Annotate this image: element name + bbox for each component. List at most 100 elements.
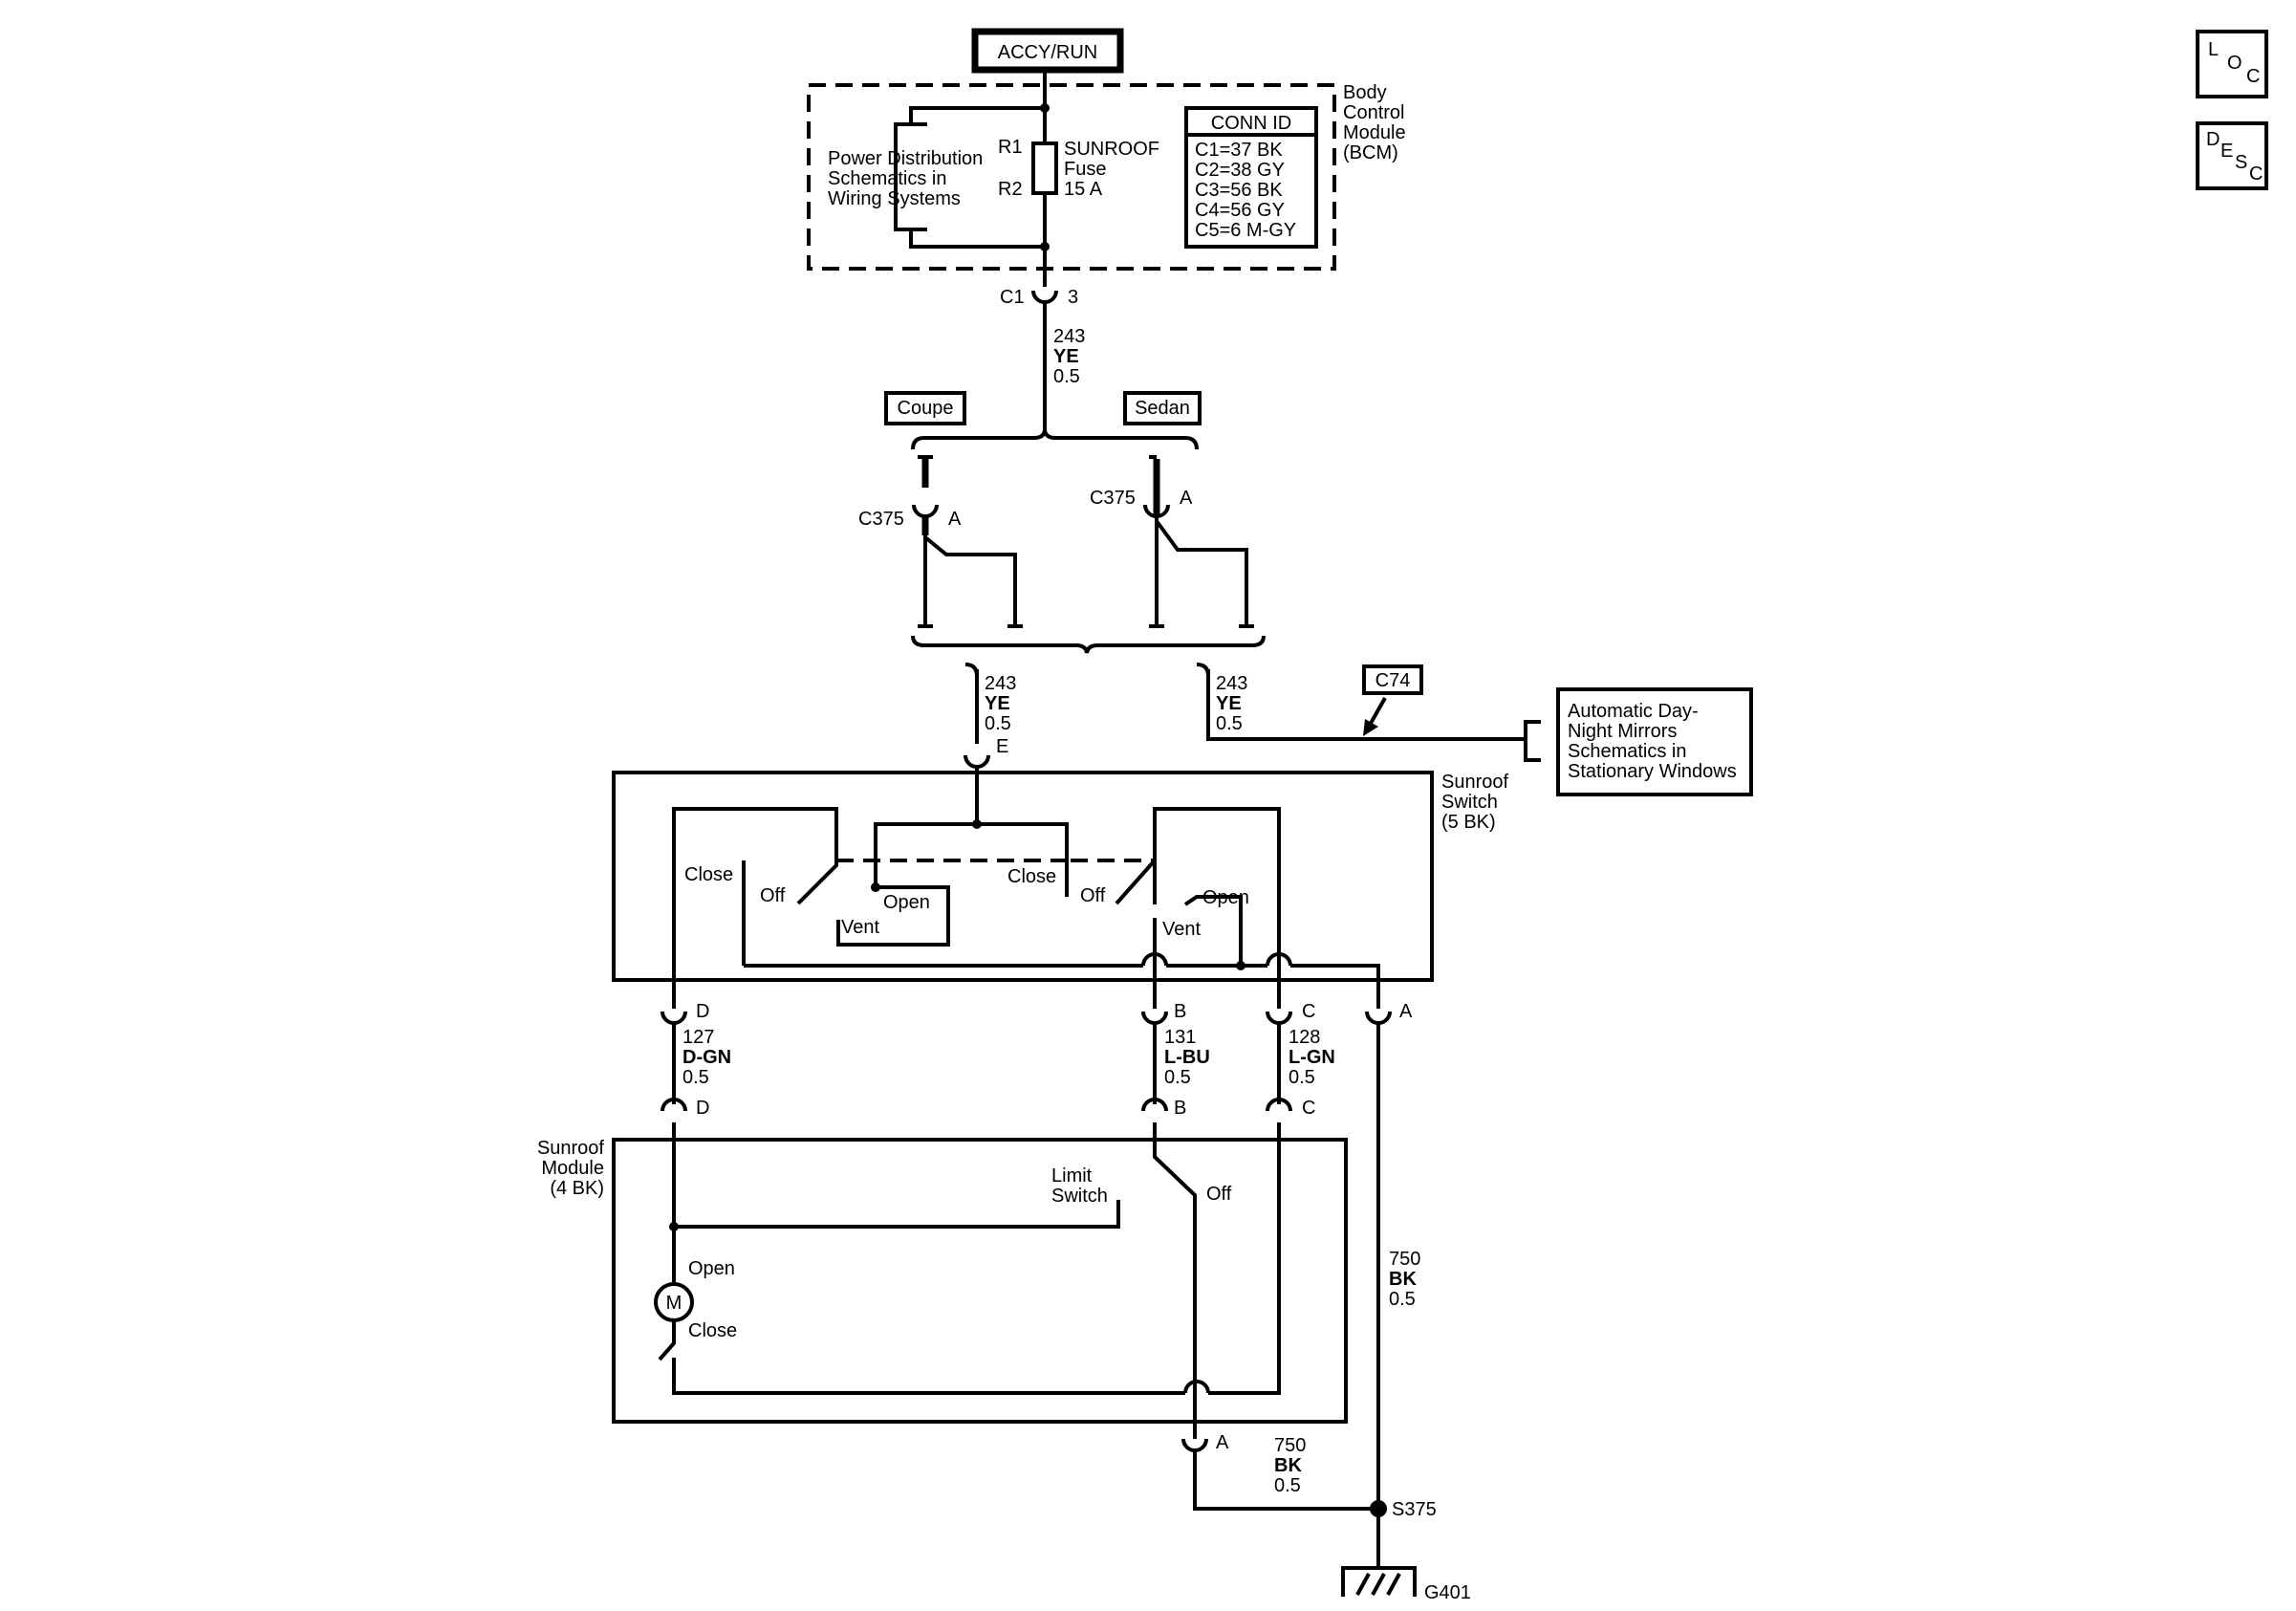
power-source-label: ACCY/RUN [998, 42, 1097, 63]
ground-label: G401 [1424, 1582, 1471, 1603]
fuse-label-2: Fuse [1064, 159, 1106, 180]
coupe-tag [884, 391, 966, 425]
c375-coupe-pin: A [948, 509, 962, 530]
wire-750-right-color: BK [1389, 1269, 1417, 1290]
c375-coupe-label: C375 [858, 509, 904, 530]
mirror-ref-4: Stationary Windows [1568, 761, 1737, 782]
switch-pin-b-label: B [1174, 1001, 1186, 1022]
conn-id-row: C2=38 GY [1195, 160, 1285, 181]
variant-brace-top [911, 429, 1199, 450]
switch-name-2: Switch [1441, 792, 1498, 813]
switch-pin-c-label: C [1302, 1001, 1315, 1022]
bcm-boundary [807, 83, 1336, 271]
wire-127-circuit: 127 [682, 1027, 714, 1048]
motor-close-label: Close [688, 1320, 737, 1341]
module-pin-a-label: A [1216, 1432, 1229, 1453]
switch-pin-a [1365, 1011, 1392, 1025]
wire-243-left-circuit: 243 [985, 673, 1016, 694]
module-pin-a [1181, 1438, 1208, 1452]
pd-ref-3: Wiring Systems [828, 188, 961, 209]
coupe-label: Coupe [898, 398, 954, 419]
mirror-ref-2: Night Mirrors [1568, 721, 1677, 742]
module-name-3: (4 BK) [550, 1178, 604, 1199]
module-pin-d-label: D [696, 1098, 709, 1119]
conn-id-row: C4=56 GY [1195, 200, 1285, 221]
pd-ref-2: Schematics in [828, 168, 947, 189]
fuse-label-1: SUNROOF [1064, 139, 1159, 160]
c375-sedan-label: C375 [1090, 488, 1136, 509]
ground-symbol [1341, 1566, 1417, 1597]
conn-id-row: C3=56 BK [1195, 180, 1283, 201]
desc-icon-label: DESC [2206, 129, 2263, 185]
mirror-ref-1: Automatic Day- [1568, 701, 1699, 722]
switch-right-close: Close [1007, 866, 1056, 887]
power-source-box [971, 28, 1124, 74]
wire-243-right [1206, 669, 1524, 741]
wire-243-left-color: YE [985, 693, 1010, 714]
desc-icon[interactable] [2196, 121, 2268, 190]
switch-name-3: (5 BK) [1441, 812, 1496, 833]
sunroof-switch-box [612, 771, 1434, 982]
bcm-name-1: Body [1343, 82, 1387, 103]
loc-icon-label: LOC [2208, 39, 2260, 87]
wire-750-bottom-size: 0.5 [1274, 1475, 1301, 1496]
module-pin-c [1266, 1098, 1292, 1112]
fuse-label-3: 15 A [1064, 179, 1103, 200]
loc-icon[interactable] [2196, 30, 2268, 98]
module-pin-d [661, 1098, 687, 1112]
pd-ref-bottom-line [909, 229, 1045, 249]
mirror-ref-3: Schematics in [1568, 741, 1687, 762]
fuse-pin-r2: R2 [998, 179, 1023, 200]
wire-243-right-size: 0.5 [1216, 713, 1243, 734]
switch-pin-b [1141, 1011, 1168, 1025]
limit-switch-1: Limit [1051, 1165, 1093, 1186]
switch-pin-e-label: E [996, 736, 1008, 757]
switch-left-vent: Vent [841, 917, 879, 938]
bcm-name-2: Control [1343, 102, 1404, 123]
switch-pin-d [661, 1011, 687, 1025]
switch-pin-d-label: D [696, 1001, 709, 1022]
mirror-reference-box [1556, 687, 1753, 796]
wire-243-top-color: YE [1053, 346, 1079, 367]
sunroof-fuse [1031, 142, 1058, 195]
wire-750-bottom-color: BK [1274, 1455, 1302, 1476]
splice-label: S375 [1392, 1499, 1437, 1520]
c74-tag [1362, 664, 1423, 695]
switch-right-open: Open [1202, 887, 1249, 908]
c375-sedan-pin: A [1180, 488, 1193, 509]
c1-pin-label: 3 [1068, 287, 1078, 308]
wire-243-top-size: 0.5 [1053, 366, 1080, 387]
wire-243-top-circuit: 243 [1053, 326, 1085, 347]
switch-pin-c [1266, 1011, 1292, 1025]
conn-id-row: C5=6 M-GY [1195, 220, 1296, 241]
pd-ref-1: Power Distribution [828, 148, 983, 169]
wire-131-size: 0.5 [1164, 1067, 1191, 1088]
limit-switch-off: Off [1206, 1184, 1232, 1205]
conn-id-table [1184, 106, 1318, 249]
c1-connector-symbol [1031, 290, 1058, 304]
wire-128-size: 0.5 [1289, 1067, 1315, 1088]
sedan-tag [1123, 391, 1202, 425]
wire-127-size: 0.5 [682, 1067, 709, 1088]
switch-pin-a-label: A [1399, 1001, 1413, 1022]
wire-243-right-color: YE [1216, 693, 1242, 714]
bcm-name-4: (BCM) [1343, 142, 1398, 163]
fuse-pin-r1: R1 [998, 137, 1023, 158]
switch-left-close: Close [684, 864, 733, 885]
conn-id-row: C1=37 BK [1195, 140, 1283, 161]
module-pin-b [1141, 1098, 1168, 1112]
wire-128-circuit: 128 [1289, 1027, 1320, 1048]
module-name-2: Module [541, 1158, 604, 1179]
wire-750-right-size: 0.5 [1389, 1289, 1416, 1310]
pd-ref-bracket [894, 122, 927, 231]
wire-128-color: L-GN [1289, 1047, 1335, 1068]
switch-left-off: Off [760, 885, 786, 906]
wire-243-left-size: 0.5 [985, 713, 1011, 734]
wire-131-circuit: 131 [1164, 1027, 1196, 1048]
wire-131-color: L-BU [1164, 1047, 1210, 1068]
wire-127-color: D-GN [682, 1047, 731, 1068]
switch-right-off: Off [1080, 885, 1106, 906]
sunroof-module-box [612, 1138, 1348, 1424]
wire-243-right-circuit: 243 [1216, 673, 1247, 694]
